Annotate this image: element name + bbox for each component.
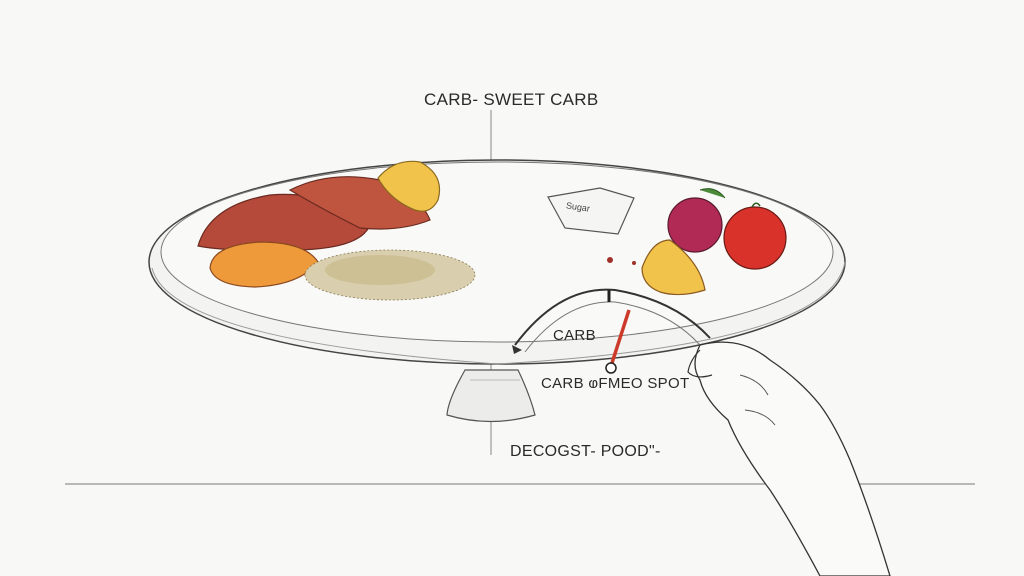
lemon [377,160,441,212]
spot-label: CARB ⱷFMEO SPOT [541,375,690,392]
bottom-label: DECOGST- POOD"- [510,443,661,460]
sugar-packet [547,187,635,235]
plate-stand [446,369,536,423]
plum [667,188,726,253]
grain-pile [304,249,476,301]
gauge-label: CARB [553,327,596,344]
hand-sketch [687,341,891,576]
red-apple [723,202,787,270]
title-label: CARB- SWEET CARB [424,90,599,109]
crumbs [607,257,636,265]
gauge-needle [610,309,631,364]
gauge-pivot [605,362,617,374]
orange-wedge [641,239,706,296]
carb-gauge [512,288,711,374]
